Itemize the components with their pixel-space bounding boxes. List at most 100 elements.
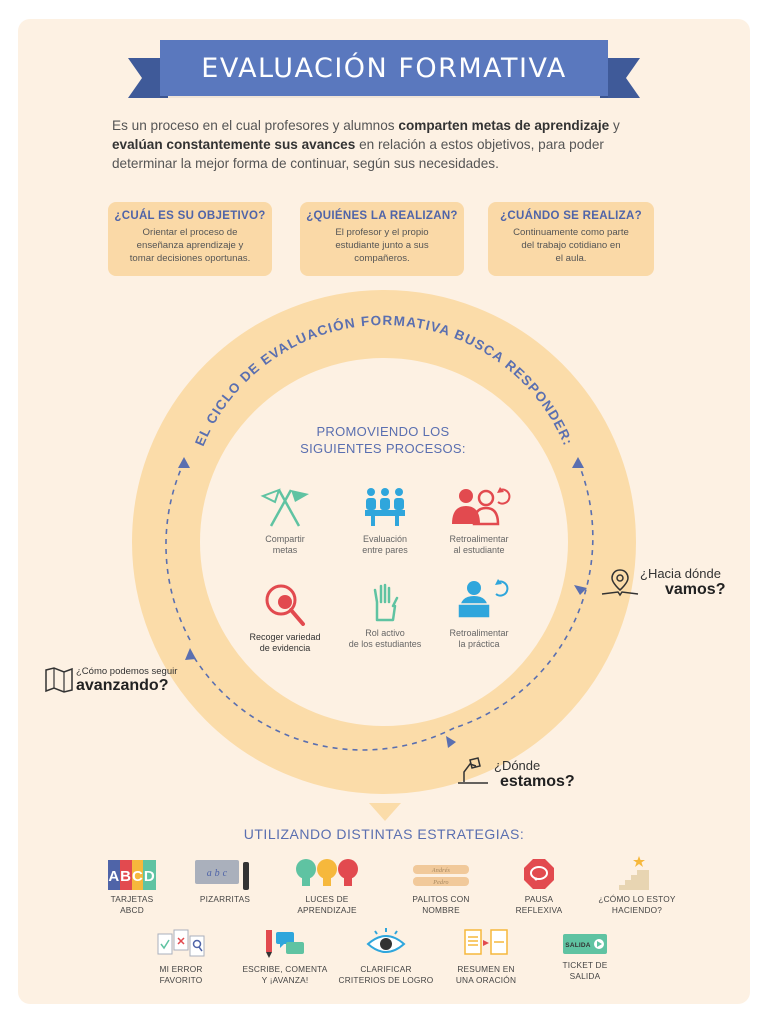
cycle-arrowhead	[572, 457, 584, 468]
info-line: Orientar el proceso de	[142, 227, 238, 238]
cycle-arrowhead	[446, 736, 456, 748]
process-label: de evidencia	[259, 643, 311, 653]
strategy-pizarritas: a b c PIZARRITAS	[170, 860, 280, 905]
raised-hand-icon	[373, 583, 399, 622]
question-hacia-donde: ¿Hacia dónde vamos?	[640, 566, 725, 599]
intro-text-1: Es un proceso en el cual profesores y al…	[112, 118, 399, 133]
cycle-segment-right	[453, 461, 594, 729]
info-line: estudiante junto a sus	[335, 240, 429, 251]
peer-group-icon	[365, 488, 405, 526]
processes-title: PROMOVIENDO LOS SIGUIENTES PROCESOS:	[283, 423, 483, 457]
process-label: al estudiante	[453, 545, 505, 555]
stairs-star-icon	[619, 856, 649, 890]
strategy-label: TICKET DE	[562, 960, 608, 970]
strategy-mi-error: MI ERROR FAVORITO	[126, 928, 236, 985]
question-big: vamos?	[665, 581, 726, 598]
abcd-cards-icon: ABCD	[108, 860, 156, 890]
process-label: Rol activo	[365, 628, 405, 638]
strategy-label: CLARIFICAR	[360, 964, 412, 974]
svg-text:a b c: a b c	[207, 868, 228, 879]
process-label: entre pares	[362, 545, 408, 555]
info-box-objetivo: ¿CUÁL ES SU OBJETIVO? Orientar el proces…	[108, 202, 272, 276]
exit-sign-icon: SALIDA	[563, 934, 607, 954]
strategy-label: HACIENDO?	[611, 904, 663, 915]
intro-text-3: en relación a estos objetivos, para pode…	[112, 137, 604, 171]
svg-text:Andrés: Andrés	[431, 868, 451, 874]
process-label: la práctica	[458, 639, 500, 649]
cycle-dashed-path	[165, 461, 594, 751]
strategy-label: FAVORITO	[159, 974, 203, 985]
strategy-label: PALITOS CON	[412, 894, 470, 904]
process-label: de los estudiantes	[348, 639, 422, 649]
map-pin-book-icon	[601, 569, 639, 597]
question-big: avanzando?	[76, 677, 169, 694]
info-line: tomar decisiones oportunas.	[129, 253, 251, 264]
title-banner: EVALUACIÓN FORMATIVA	[160, 40, 608, 96]
intro-paragraph: Es un proceso en el cual profesores y al…	[112, 116, 657, 173]
strategy-label: REFLEXIVA	[515, 904, 563, 915]
intro-bold-2: evalúan constantemente sus avances	[112, 137, 356, 152]
small-whiteboard-icon: a b c	[195, 860, 249, 890]
info-text: Orientar el proceso de enseñanza aprendi…	[108, 226, 272, 265]
strategy-resumen: RESUMEN EN UNA ORACIÓN	[431, 928, 541, 985]
documents-magnifier-icon	[157, 929, 205, 957]
summary-docs-icon	[464, 929, 508, 955]
name-sticks-icon: Andrés Pedro	[413, 865, 469, 886]
info-line: compañeros.	[354, 253, 410, 264]
strategy-como-lo-estoy: ¿CÓMO LO ESTOY HACIENDO?	[582, 856, 692, 915]
cycle-arrowhead	[178, 457, 190, 468]
question-como-seguir: ¿Cómo podemos seguir avanzando?	[76, 666, 177, 695]
strategy-label: CRITERIOS DE LOGRO	[338, 974, 434, 985]
svg-text:Pedro: Pedro	[432, 880, 448, 886]
strategy-label: MI ERROR	[159, 964, 203, 974]
ribbon-tail-right	[600, 58, 640, 98]
teacher-laptop-icon	[457, 579, 509, 619]
process-label: Compartir	[265, 534, 305, 544]
process-label: metas	[272, 545, 298, 555]
question-small: ¿Dónde	[494, 758, 541, 773]
strategy-label: UNA ORACIÓN	[455, 974, 517, 985]
info-heading: ¿QUIÉNES LA REALIZAN?	[306, 210, 458, 222]
info-line: El profesor y el propio	[335, 227, 429, 238]
svg-text:ABCD: ABCD	[108, 868, 155, 885]
process-retro-practica: Retroalimentar la práctica	[424, 578, 534, 650]
page-title: EVALUACIÓN FORMATIVA	[201, 52, 567, 84]
strategy-clarificar: CLARIFICAR CRITERIOS DE LOGRO	[331, 926, 441, 985]
strategy-label: RESUMEN EN	[457, 964, 515, 974]
cycle-arrowhead	[185, 648, 196, 660]
info-line: Continuamente como parte	[513, 227, 629, 238]
strategy-label: SALIDA	[569, 970, 601, 981]
question-small: ¿Cómo podemos seguir	[76, 666, 178, 677]
strategy-luces: LUCES DE APRENDIZAJE	[272, 858, 382, 915]
process-evaluacion-pares: Evaluación entre pares	[330, 484, 440, 556]
process-label: Recoger variedad	[249, 632, 321, 642]
process-label: Retroalimentar	[449, 628, 509, 638]
info-heading: ¿CUÁNDO SE REALIZA?	[500, 210, 642, 222]
lamp-desk-icon	[458, 757, 488, 784]
info-box-cuando: ¿CUÁNDO SE REALIZA? Continuamente como p…	[488, 202, 654, 276]
info-line: del trabajo cotidiano en	[521, 240, 621, 251]
process-recoger-evidencia: Recoger variedad de evidencia	[230, 582, 340, 654]
folded-map-icon	[45, 667, 73, 693]
ribbon-tail-left	[128, 58, 168, 98]
info-text: Continuamente como parte del trabajo cot…	[488, 226, 654, 265]
cycle-segment-left	[165, 461, 191, 641]
info-line: enseñanza aprendizaje y	[136, 240, 244, 251]
strategy-label: ESCRIBE, COMENTA	[242, 964, 328, 974]
strategy-ticket-salida: SALIDA TICKET DE SALIDA	[530, 932, 640, 981]
strategy-label: NOMBRE	[422, 904, 460, 915]
strategy-label: ¿CÓMO LO ESTOY	[598, 894, 676, 904]
eye-icon	[366, 928, 406, 953]
processes-title-line: PROMOVIENDO LOS	[316, 424, 450, 439]
strategy-label: ABCD	[120, 904, 144, 915]
intro-bold-1: comparten metas de aprendizaje	[398, 118, 610, 133]
strategy-pausa: PAUSA REFLEXIVA	[484, 858, 594, 915]
processes-title-line: SIGUIENTES PROCESOS:	[300, 441, 466, 456]
question-donde-estamos: ¿Dónde estamos?	[494, 758, 575, 791]
strategy-label: Y ¡AVANZA!	[261, 974, 309, 985]
strategy-label: APRENDIZAJE	[297, 904, 357, 915]
intro-text-2: y	[609, 118, 620, 133]
info-box-quienes: ¿QUIÉNES LA REALIZAN? El profesor y el p…	[300, 202, 464, 276]
strategy-tarjetas-abcd: ABCD TARJETAS ABCD	[77, 860, 187, 915]
